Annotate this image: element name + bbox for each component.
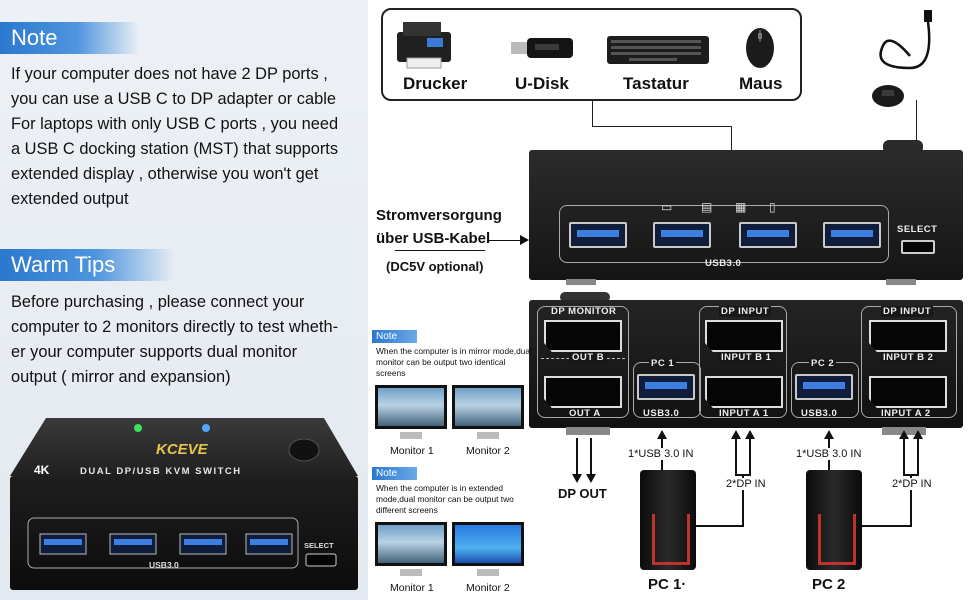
kvm-switch-photo: KCEVE 4K DUAL DP/USB KVM SWITCH USB3.0 S… xyxy=(10,418,358,590)
power-underline xyxy=(395,250,485,251)
led-blue xyxy=(202,424,210,432)
peripheral-label-mouse: Maus xyxy=(739,74,783,93)
input-b2-label: INPUT B 2 xyxy=(881,352,936,363)
pc1-usb-in-label: 1*USB 3.0 IN xyxy=(628,448,694,460)
foot-left xyxy=(566,279,596,285)
mirror-note-heading: Note xyxy=(372,330,417,343)
front-usb-port-4 xyxy=(823,222,881,248)
usb-device-icon: ▭ xyxy=(661,200,673,214)
power-line2: über USB-Kabel xyxy=(376,230,491,247)
model-text: DUAL DP/USB KVM SWITCH xyxy=(80,466,242,477)
keyboard-small-icon: ▦ xyxy=(735,200,747,214)
mirror-note-text: When the computer is in mirror mode,dual… xyxy=(376,346,532,378)
peripheral-label-keyboard: Tastatur xyxy=(623,74,689,93)
periph-connector-h xyxy=(592,126,732,127)
warm-tips-heading: Warm Tips xyxy=(0,249,175,281)
input-b2-port xyxy=(869,320,947,352)
extended-monitor-1-screen xyxy=(375,522,447,566)
dp-monitor-frame xyxy=(537,306,629,418)
select-knob xyxy=(288,438,320,462)
remote-select-switch xyxy=(872,10,932,107)
power-arrow-line xyxy=(488,240,524,241)
mirror-monitor-2-screen xyxy=(452,385,524,429)
pc2-label-bottom: PC 2 xyxy=(812,576,846,593)
peripheral-label-printer: Drucker xyxy=(403,74,468,93)
pc2-usb-in-label: 1*USB 3.0 IN xyxy=(796,448,862,460)
input-a1-label: INPUT A 1 xyxy=(719,408,769,419)
front-usb-port-2 xyxy=(653,222,711,248)
printer-small-icon: ▤ xyxy=(701,200,713,214)
dp-out-b-port xyxy=(544,320,622,352)
device-front-face xyxy=(10,476,358,590)
extended-monitor-1-label: Monitor 1 xyxy=(390,582,434,594)
input-a2-port xyxy=(869,376,947,408)
power-line1: Stromversorgung xyxy=(376,207,502,224)
pc1-dp-in-label: 2*DP IN xyxy=(726,478,766,490)
out-a-label: OUT A xyxy=(569,408,601,419)
dp-input-1-label: DP INPUT xyxy=(719,306,772,317)
power-arrow-head xyxy=(520,235,529,245)
pc1-label-bottom: PC 1· xyxy=(648,576,687,593)
printer-icon xyxy=(397,22,451,69)
front-hdmi-port xyxy=(901,240,935,254)
extended-monitor-2-label: Monitor 2 xyxy=(466,582,510,594)
mouse-icon xyxy=(746,28,774,68)
extended-note-heading: Note xyxy=(372,467,417,480)
brand-logo: KCEVE xyxy=(156,441,209,458)
led-green xyxy=(134,424,142,432)
extended-note-text: When the computer is in extended mode,du… xyxy=(376,483,514,515)
pc2-label: PC 2 xyxy=(809,358,837,369)
remote-cable xyxy=(916,100,917,150)
note-heading: Note xyxy=(0,22,140,54)
pc2-tower-icon xyxy=(806,470,862,570)
keyboard-icon xyxy=(607,36,709,64)
input-a2-label: INPUT A 2 xyxy=(881,408,931,419)
kvm-front-panel: USB3.0 ▭ ▤ ▦ ▯ SELECT xyxy=(529,140,963,280)
foot-right xyxy=(886,279,916,285)
pc2-usb-port xyxy=(795,374,853,400)
mirror-monitor-2-label: Monitor 2 xyxy=(466,445,510,457)
usb-port-frame xyxy=(27,517,299,569)
mirror-monitor-1-screen xyxy=(375,385,447,429)
peripheral-label-udisk: U-Disk xyxy=(515,74,569,93)
device-usb-label: USB3.0 xyxy=(149,560,179,570)
warm-tips-text: Before purchasing , please connect your … xyxy=(11,293,339,386)
badge-4k: 4K xyxy=(34,463,50,477)
device-select-label: SELECT xyxy=(304,541,334,550)
dp-out-label: DP OUT xyxy=(558,486,607,501)
device-top-face xyxy=(10,418,358,476)
pc2-usb-label: USB3.0 xyxy=(801,408,838,419)
input-b1-label: INPUT B 1 xyxy=(719,352,774,363)
pc1-tower-icon xyxy=(640,470,696,570)
out-b-label: OUT B xyxy=(569,352,608,363)
rear-knob xyxy=(560,292,610,302)
dp-out-a-port xyxy=(544,376,622,408)
rear-foot-left xyxy=(566,427,610,435)
input-b1-port xyxy=(705,320,783,352)
periph-connector-v2 xyxy=(731,126,732,152)
front-usb-port-3 xyxy=(739,222,797,248)
peripherals-box: Drucker U-Disk Tastatur Maus xyxy=(381,8,802,101)
pc1-usb-label: USB3.0 xyxy=(643,408,680,419)
pc1-usb-port xyxy=(637,374,695,400)
extended-monitor-2-screen xyxy=(452,522,524,566)
front-select-label: SELECT xyxy=(897,224,938,235)
periph-connector-v1 xyxy=(592,100,593,126)
pc2-dp-in-label: 2*DP IN xyxy=(892,478,932,490)
input-a1-port xyxy=(705,376,783,408)
note-text: If your computer does not have 2 DP port… xyxy=(11,65,339,208)
dp-monitor-label: DP MONITOR xyxy=(551,306,617,317)
mouse-small-icon: ▯ xyxy=(769,200,776,214)
kvm-rear-panel: DP MONITOR OUT B OUT A PC 1 USB3.0 DP IN… xyxy=(529,300,963,428)
front-usb-label: USB3.0 xyxy=(705,258,742,269)
usb-stick-icon xyxy=(511,38,573,58)
pc1-label: PC 1 xyxy=(649,358,677,369)
dp-input-2-label: DP INPUT xyxy=(881,306,934,317)
power-line3: (DC5V optional) xyxy=(386,259,484,274)
mirror-monitor-1-label: Monitor 1 xyxy=(390,445,434,457)
usb-group-frame xyxy=(559,205,889,263)
hdmi-port xyxy=(305,553,337,567)
front-usb-port-1 xyxy=(569,222,627,248)
top-knob xyxy=(883,140,923,154)
